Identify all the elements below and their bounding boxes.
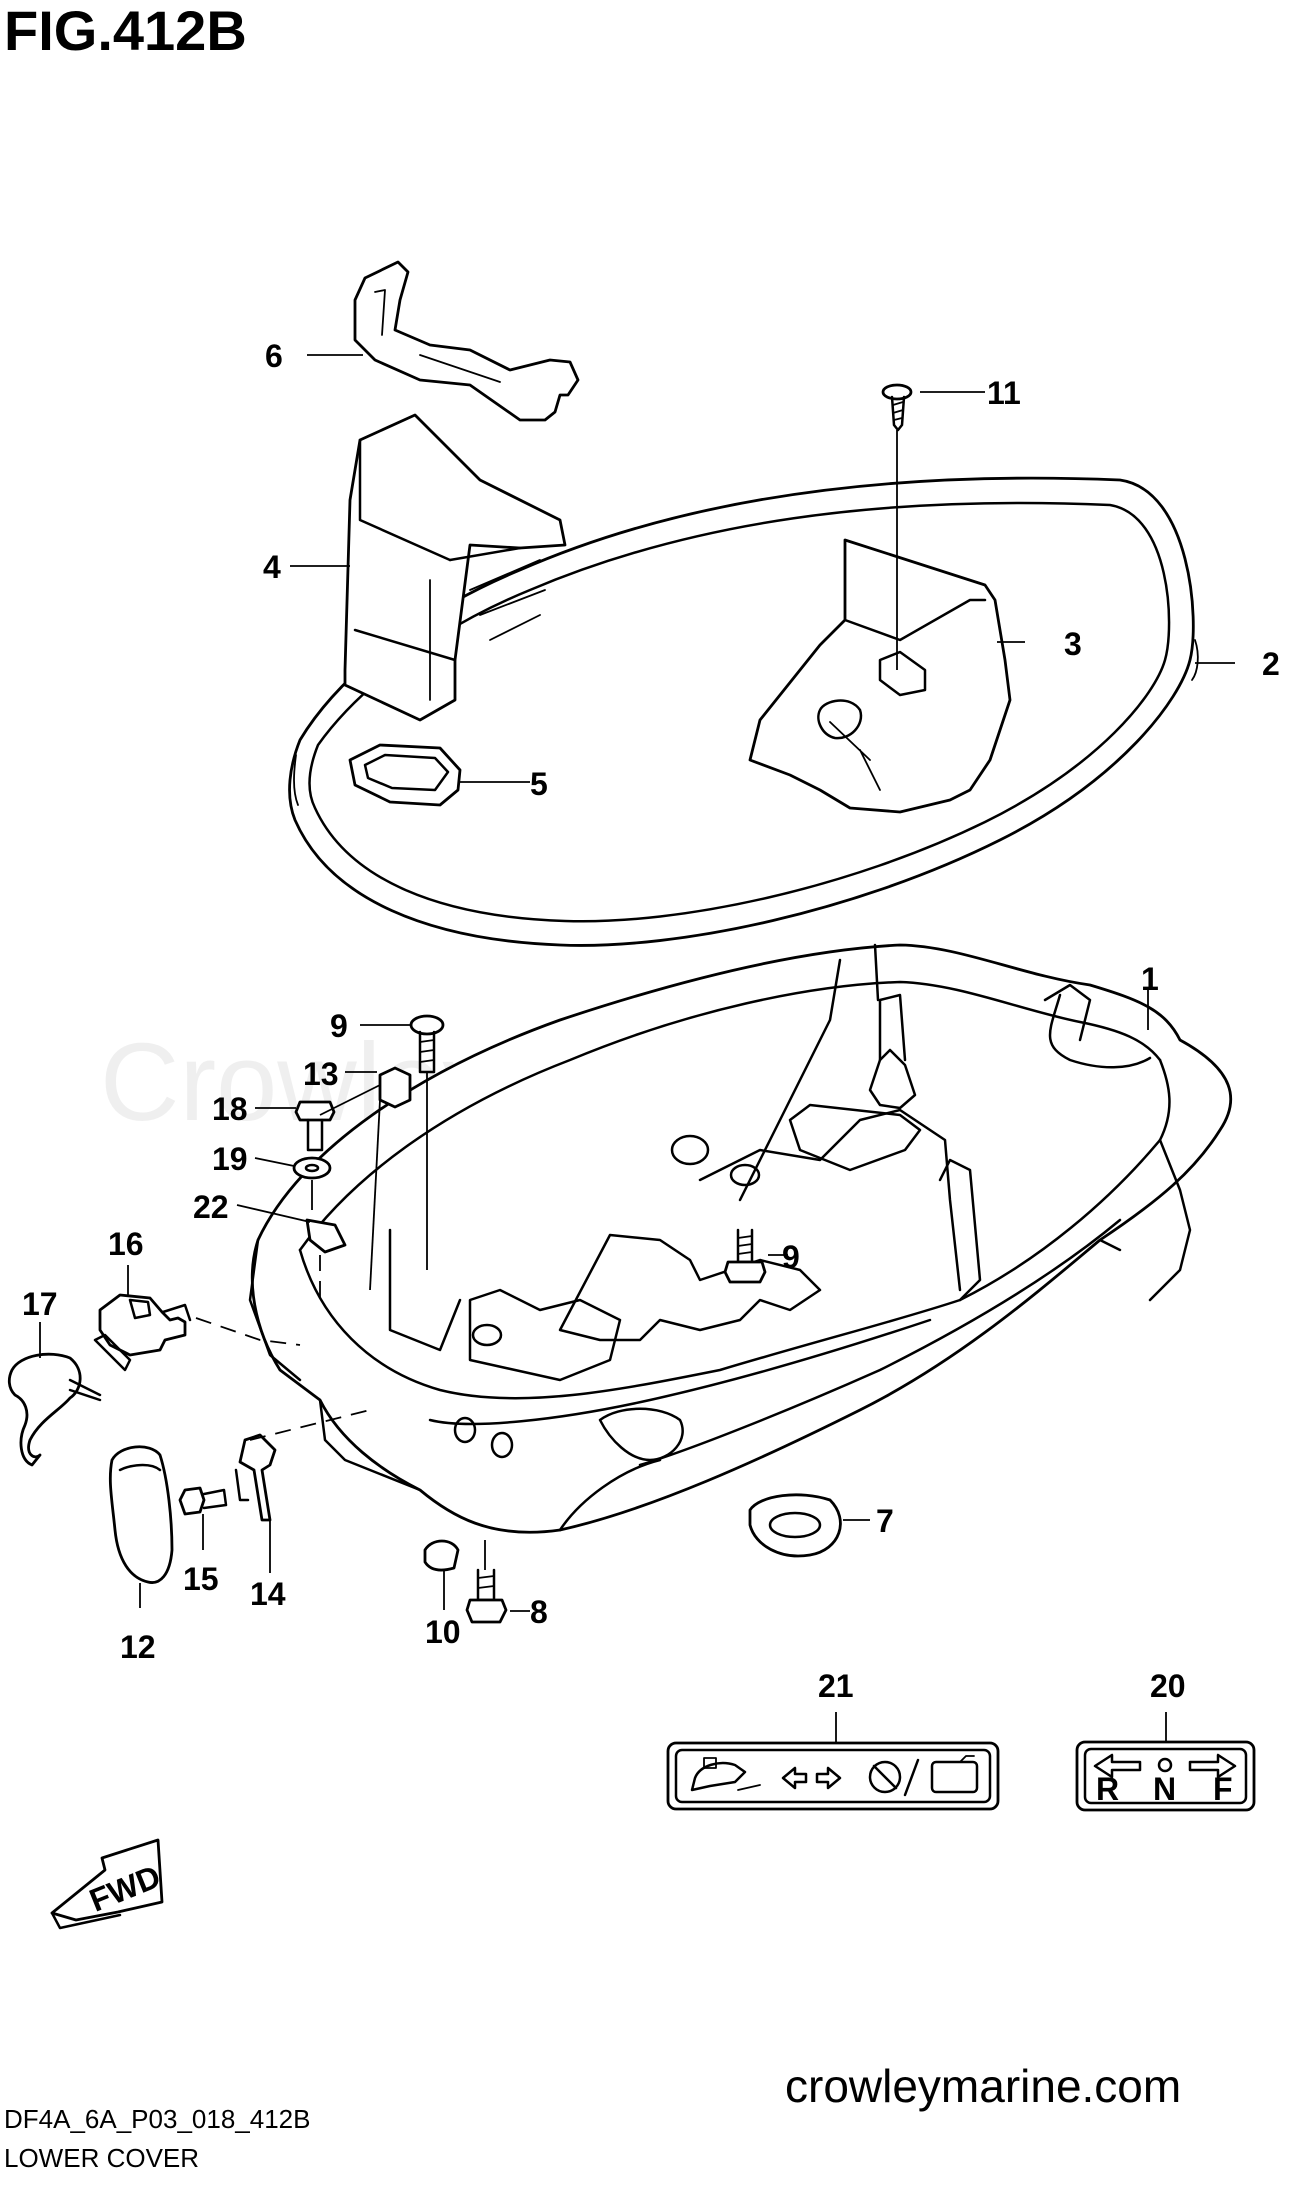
callout-17: 17	[22, 1286, 58, 1322]
shift-letter-f: F	[1213, 1771, 1233, 1807]
shift-letter-n: N	[1153, 1771, 1176, 1807]
part-7-grommet	[748, 1493, 842, 1558]
part-13-nut	[378, 1066, 412, 1109]
callout-8: 8	[530, 1594, 548, 1630]
callout-19: 19	[212, 1141, 248, 1177]
callout-20: 20	[1150, 1668, 1186, 1704]
shift-letter-r: R	[1096, 1771, 1119, 1807]
part-15-screw	[178, 1486, 228, 1516]
part-10-plug	[423, 1539, 460, 1572]
part-5-grommet	[348, 743, 462, 807]
callout-12: 12	[120, 1629, 156, 1665]
part-19-washer	[292, 1156, 332, 1180]
callout-16: 16	[108, 1226, 144, 1262]
callout-11: 11	[987, 375, 1021, 411]
callout-4: 4	[263, 549, 281, 585]
callout-7: 7	[876, 1503, 894, 1539]
part-3-silencer	[748, 538, 1012, 814]
callout-21: 21	[818, 1668, 854, 1704]
part-9-lower-bolt	[723, 1228, 767, 1284]
part-18-bolt	[294, 1100, 336, 1152]
figure-code: DF4A_6A_P03_018_412B	[4, 2104, 310, 2134]
figure-title: FIG.412B	[4, 0, 247, 62]
callout-9-upper: 9	[330, 1008, 348, 1044]
callout-6: 6	[265, 338, 283, 374]
callout-9-lower: 9	[782, 1239, 800, 1275]
callout-3: 3	[1064, 626, 1082, 662]
part-16-stop-switch	[93, 1293, 192, 1372]
part-1-lower-cover	[248, 943, 1233, 1534]
part-14-lever	[234, 1433, 277, 1522]
callout-1: 1	[1141, 961, 1159, 997]
callout-10: 10	[425, 1614, 461, 1650]
leader-lines	[39, 354, 1235, 1743]
callout-15: 15	[183, 1561, 219, 1597]
callout-13: 13	[303, 1056, 339, 1092]
fwd-arrow-icon	[50, 1838, 164, 1930]
callout-18: 18	[212, 1091, 248, 1127]
part-22-clip	[305, 1218, 347, 1254]
decal-21-warning	[666, 1741, 1000, 1811]
part-8-bolt	[465, 1568, 508, 1624]
website-text: crowleymarine.com	[785, 2060, 1181, 2112]
part-12-knob	[108, 1445, 174, 1584]
part-17-lanyard-clip	[7, 1352, 102, 1467]
part-6-bracket	[353, 260, 580, 422]
callout-14: 14	[250, 1576, 286, 1612]
decal-20-shift	[1075, 1740, 1256, 1812]
callout-5: 5	[530, 766, 548, 802]
part-4-air-duct	[343, 413, 567, 722]
callout-22: 22	[193, 1189, 229, 1225]
section-title: LOWER COVER	[4, 2143, 199, 2173]
callout-2: 2	[1262, 646, 1280, 682]
part-11-screw	[881, 383, 913, 432]
